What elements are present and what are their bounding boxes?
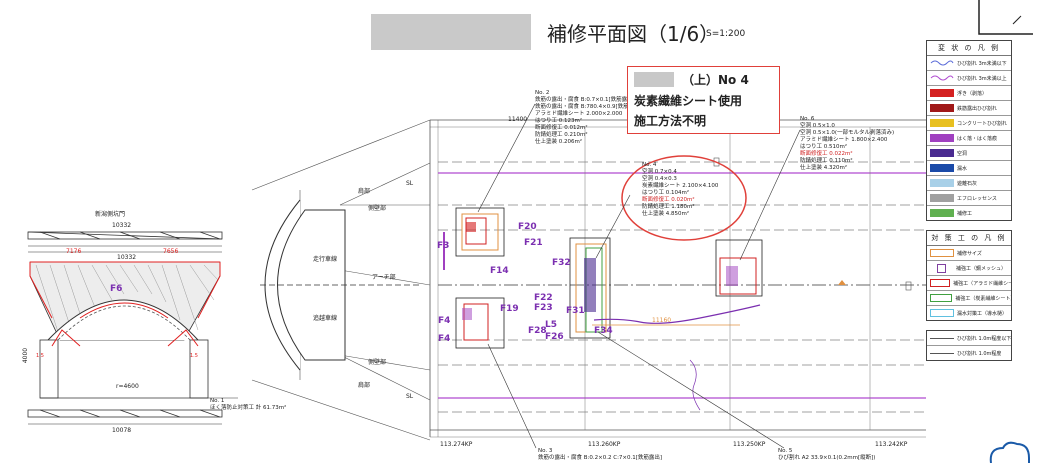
cross-section-figure	[27, 231, 223, 425]
f-label: L5	[545, 320, 557, 330]
svg-text:1.5: 1.5	[190, 353, 198, 359]
shoulder-top-label: 肩部	[358, 188, 371, 195]
corner-mark-icon	[978, 0, 1033, 35]
callout-line1: （上）No 4	[682, 73, 749, 87]
legend-countermeasure-title: 対 策 工 の 凡 例	[927, 231, 1011, 246]
legend-damage-title: 変 状 の 凡 例	[927, 41, 1011, 56]
legend-row: ひび割れ 3m未満以下	[927, 56, 1011, 71]
shoulder-bottom-label: 肩部	[358, 382, 371, 389]
f-label: F23	[534, 303, 553, 313]
f-label: F26	[545, 332, 564, 342]
sl-top-label: SL	[406, 180, 414, 187]
f-label: F28	[528, 326, 547, 336]
f-label: F22	[534, 293, 553, 303]
callout-box: （上）No 4 炭素繊維シート使用 施工方法不明	[627, 66, 780, 134]
legend-row: 補強工（炭素繊維シート）	[927, 291, 1011, 306]
section-dim-right: 7656	[163, 248, 179, 255]
right-lane-label: 追越車線	[313, 315, 338, 322]
side-wall-top-label: 側壁部	[368, 205, 387, 212]
legend-row: 空洞	[927, 146, 1011, 161]
section-dim-mid: 10332	[117, 254, 137, 261]
section-title: 新潟側坑門	[95, 211, 126, 218]
scale-label: S=1:200	[706, 29, 746, 39]
note-no2: No. 2 鉄筋の露出・腐食 B:0.7×0.1[鉄筋露出]鉄筋の露出・腐食 B…	[535, 90, 642, 145]
section-height: 4000	[22, 347, 30, 364]
f-label: F3	[437, 241, 450, 251]
f-label: F4	[438, 316, 451, 326]
sl-bottom-label: SL	[406, 393, 414, 400]
legend-row: ひび割れ 3m未満以上	[927, 71, 1011, 86]
section-dim-top: 10332	[112, 222, 132, 229]
legend-row: 補修工	[927, 206, 1011, 220]
side-wall-bottom-label: 側壁部	[368, 359, 387, 366]
legend-row: ひび割れ 1.0m程度以下	[927, 331, 1011, 346]
f-label: F34	[594, 326, 613, 336]
redacted-label	[634, 72, 674, 87]
legend-row: コンクリートひび割れ	[927, 116, 1011, 131]
legend-row: 補修サイズ	[927, 246, 1011, 261]
crack-wave-icon	[930, 75, 954, 81]
f-label: F21	[524, 238, 543, 248]
arch-label: アーチ部	[372, 274, 396, 281]
legend-row: 補強工（アラミド繊維シート）	[927, 276, 1011, 291]
svg-text:1.5: 1.5	[36, 353, 44, 359]
f-label: F31	[566, 306, 585, 316]
section-dim-bottom: 10078	[112, 427, 132, 434]
note-no1: No. 1 ほく落防止対策工 計 61.73m²	[210, 398, 287, 411]
left-lane-label: 走行車線	[313, 256, 338, 263]
legend-row: 漏水対策工（導水樋）	[927, 306, 1011, 320]
legend-damage: 変 状 の 凡 例 ひび割れ 3m未満以下 ひび割れ 3m未満以上 浮き（剥落）…	[926, 40, 1012, 221]
legend-row: 漏水	[927, 161, 1011, 176]
section-f-label: F6	[110, 284, 123, 294]
redacted-title-block	[371, 14, 531, 50]
kp-3: 113.250KP	[733, 441, 766, 448]
callout-line2: 炭素繊維シート使用	[634, 94, 743, 108]
legend-row: はく落・はく落痕	[927, 131, 1011, 146]
cloud-icon	[989, 441, 1030, 463]
f-label: F14	[490, 266, 509, 276]
kp-1: 113.274KP	[440, 441, 473, 448]
note-no3: No. 3 鉄筋の露出・腐食 B:0.2×0.2 C:7×0.1[鉄筋露出]	[538, 448, 663, 461]
note-no5: No. 5 ひび割れ A2 33.9×0.1(0.2mm[縦断])	[778, 448, 876, 461]
f-label: F19	[500, 304, 519, 314]
f-label: F20	[518, 222, 537, 232]
legend-row: 遊離石灰	[927, 176, 1011, 191]
dim-top-left: 11400	[508, 116, 528, 123]
dim-mid: 11160	[652, 317, 672, 324]
legend-row: 補強工（鋼メッシュ）	[927, 261, 1011, 276]
kp-2: 113.260KP	[588, 441, 621, 448]
kp-4: 113.242KP	[875, 441, 908, 448]
legend-row: ひび割れ 1.0m程度	[927, 346, 1011, 360]
page-title: 補修平面図（1/6）	[547, 22, 720, 46]
f-label: F4	[438, 334, 451, 344]
legend-crack: ひび割れ 1.0m程度以下 ひび割れ 1.0m程度	[926, 330, 1012, 361]
f-label: F32	[552, 258, 571, 268]
section-radius: r=4600	[116, 383, 139, 390]
legend-row: エフロレッセンス	[927, 191, 1011, 206]
legend-row: 鉄筋露出ひび割れ	[927, 101, 1011, 116]
section-dim-left: 7176	[66, 248, 82, 255]
legend-countermeasure: 対 策 工 の 凡 例 補修サイズ 補強工（鋼メッシュ） 補強工（アラミド繊維シ…	[926, 230, 1012, 321]
callout-line3: 施工方法不明	[634, 114, 707, 128]
legend-row: 浮き（剥落）	[927, 86, 1011, 101]
crack-wave-icon	[930, 60, 954, 66]
